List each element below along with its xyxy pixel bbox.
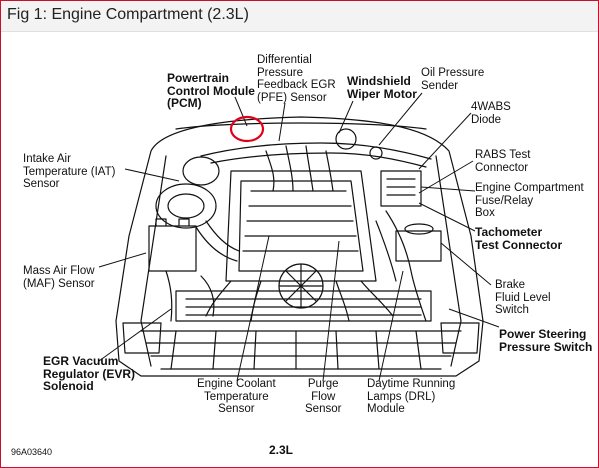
label-fuse-box: Engine Compartment Fuse/Relay Box xyxy=(475,182,584,219)
label-rabs: RABS Test Connector xyxy=(475,149,531,174)
engine-diagram: Powertrain Control Module (PCM) Differen… xyxy=(1,31,598,467)
label-4wabs: 4WABS Diode xyxy=(471,101,511,126)
label-maf: Mass Air Flow (MAF) Sensor xyxy=(23,265,95,290)
engine-illustration xyxy=(98,92,500,382)
figure-id: 96A03640 xyxy=(11,447,53,457)
label-power-steering: Power Steering Pressure Switch xyxy=(499,327,593,354)
label-oil: Oil Pressure Sender xyxy=(421,67,485,92)
label-wiper: Windshield Wiper Motor xyxy=(347,74,417,101)
label-pfe: Differential Pressure Feedback EGR (PFE)… xyxy=(257,54,336,104)
engine-size-caption: 2.3L xyxy=(269,443,294,457)
label-drl: Daytime Running Lamps (DRL) Module xyxy=(367,378,456,415)
label-pcm: Powertrain Control Module (PCM) xyxy=(167,71,255,110)
label-iat: Intake Air Temperature (IAT) Sensor xyxy=(23,153,116,190)
pcm-highlight-ellipse xyxy=(229,115,265,143)
label-purge: Purge Flow Sensor xyxy=(305,378,342,415)
label-evr: EGR Vacuum Regulator (EVR) Solenoid xyxy=(43,354,136,393)
label-coolant: Engine Coolant Temperature Sensor xyxy=(197,378,276,415)
label-tach: Tachometer Test Connector xyxy=(475,225,563,252)
label-brake: Brake Fluid Level Switch xyxy=(495,279,551,316)
title-bar: Fig 1: Engine Compartment (2.3L) xyxy=(1,1,598,32)
figure-title: Fig 1: Engine Compartment (2.3L) xyxy=(7,6,249,23)
